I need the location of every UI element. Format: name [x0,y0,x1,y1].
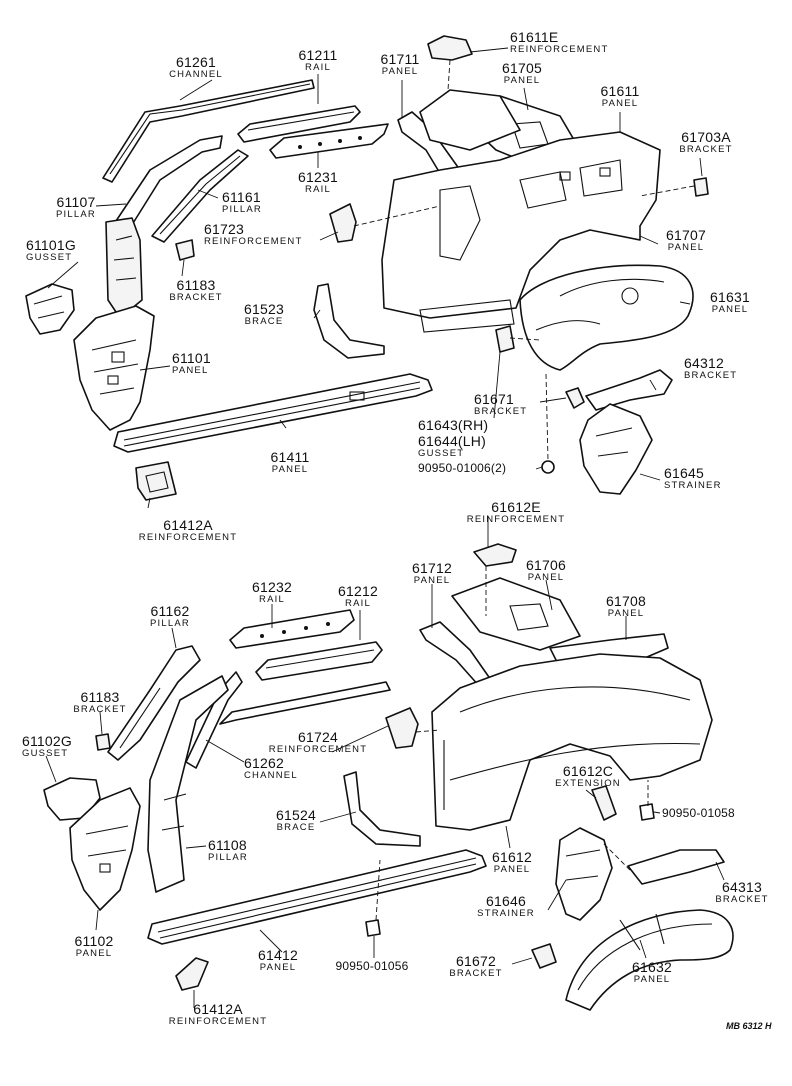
part-61411-panel [113,373,433,453]
label-90950-01006: 90950-01006(2) [418,461,507,475]
part-61523-brace [313,283,385,359]
part-61612e-reinforcement [473,543,517,567]
part-61646-strainer [555,827,613,921]
part-61412a-reinforcement-lower [175,957,209,991]
part-61162-pillar [107,645,201,761]
diagram-code: MB 6312 H [726,1021,772,1031]
part-61101-panel [73,305,155,431]
part-61724-strip [219,681,391,725]
part-61232-rail [229,609,355,649]
part-61183-bracket-upper [175,239,195,261]
part-61723-reinforcement [329,203,357,243]
part-61261-channel [102,79,315,183]
part-61412-panel [147,849,487,945]
part-61231-rail [269,123,389,159]
label-90950-01058: 90950-01058 [662,806,735,820]
leader-lines-lower [45,516,725,1008]
part-64312-bracket [585,369,673,411]
part-61107-pillar [105,135,223,319]
label-90950-01056: 90950-01056 [335,959,409,973]
label-61644: 61644(LH)GUSSET [418,433,486,459]
part-61524-brace [343,771,421,847]
part-61631-panel [519,264,694,371]
part-61211-rail [237,105,361,143]
part-61645-strainer [579,403,653,495]
leader-lines-upper [47,47,703,509]
part-61183-bracket-lower [95,733,111,751]
part-61412a-reinforcement-upper [135,461,177,501]
part-61612-panel [431,653,713,831]
part-61212-rail [255,641,383,681]
part-61108-pillar [147,675,229,893]
part-61671-bracket [565,387,585,409]
part-61611-panel [381,89,661,333]
part-61101g-gusset [25,283,75,335]
part-61672-bracket [531,943,557,969]
part-61612c-extension [591,785,617,821]
part-61703a-bracket [693,177,709,197]
part-61611e-reinforcement [427,35,473,61]
part-61161-pillar [151,149,249,243]
part-90950-01056 [365,919,381,937]
part-61643-gusset [495,325,515,353]
part-61724-reinforcement [385,707,419,749]
part-61632-panel [565,909,734,1011]
part-90950-01058 [639,803,655,821]
label-61643: 61643(RH) [418,417,489,433]
part-90950-01006 [541,460,555,474]
part-61102-panel [69,787,141,911]
part-61706-panel [451,577,581,651]
part-64313-bracket [627,849,725,885]
